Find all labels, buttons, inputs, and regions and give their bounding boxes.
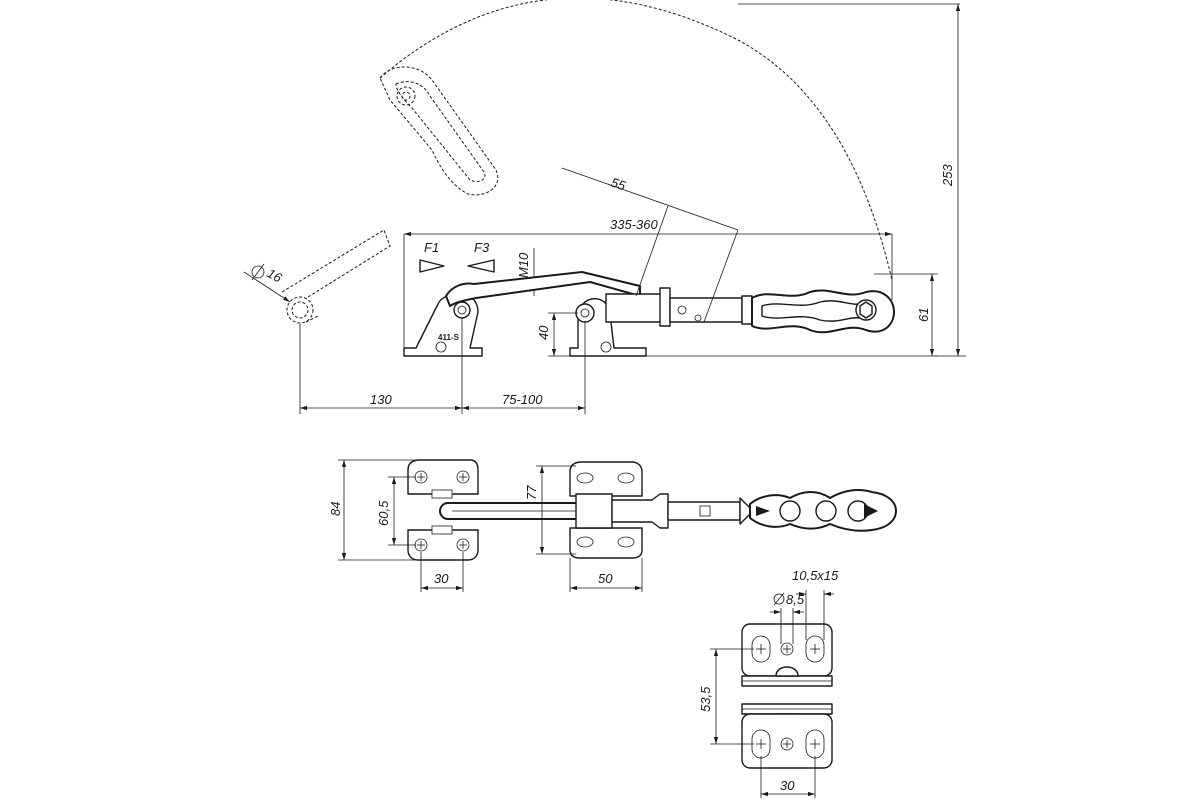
ghost-arm	[281, 229, 391, 324]
dim-hole: 8,5	[770, 592, 805, 644]
dim-span-label: 335-360	[610, 217, 658, 232]
dim-slot: 10,5x15	[792, 568, 839, 640]
base-left: 411-S	[403, 292, 483, 357]
handle-grip	[751, 289, 895, 334]
force-f3-arrow	[467, 259, 495, 273]
top-handle	[749, 489, 897, 532]
base-right	[569, 298, 647, 357]
dim-top-width: 84	[328, 459, 420, 561]
dim-spacing-label: 53,5	[698, 686, 713, 712]
dim-base-width-right-label: 50	[598, 571, 613, 586]
dim-spindle: M10	[516, 248, 535, 296]
dim-diameter: 16	[243, 263, 291, 303]
dim-spacing: 53,5	[698, 648, 754, 745]
force-f3-label: F3	[474, 240, 490, 255]
dim-reach: 130 75-100	[299, 318, 586, 414]
dim-pivot-height-label: 40	[536, 325, 551, 340]
part-marking: 411-S	[438, 333, 460, 342]
dim-hook-width-label: 77	[524, 485, 539, 500]
dim-detail-width: 30	[760, 756, 816, 798]
dim-hole-spacing: 60,5	[376, 476, 416, 546]
dim-hole-label: 8,5	[786, 592, 805, 607]
base-detail: 10,5x15 8,5 53,5 30	[698, 568, 839, 798]
top-link	[439, 502, 611, 520]
dim-offset-label: 55	[609, 175, 628, 194]
force-arrows: F1 F3	[419, 240, 495, 273]
dim-swing-height-label: 253	[940, 164, 955, 187]
dim-diameter-label: 16	[265, 265, 285, 285]
dim-slot-label: 10,5x15	[792, 568, 839, 583]
side-view: 411-S	[243, 0, 966, 414]
dim-base-width-right: 50	[569, 558, 643, 592]
dim-hook-width: 77	[524, 465, 576, 555]
ghost-handle	[379, 66, 499, 196]
top-base-right	[569, 461, 643, 559]
dim-top-width-label: 84	[328, 502, 343, 516]
force-f1-label: F1	[424, 240, 439, 255]
dim-hole-spacing-label: 60,5	[376, 500, 391, 526]
swing-arc	[379, 0, 893, 281]
dim-pivot-spacing-label: 75-100	[502, 392, 543, 407]
top-base-left	[407, 459, 479, 561]
dim-span: 335-360	[403, 217, 893, 356]
dim-height-label: 61	[916, 308, 931, 322]
clamp-body	[605, 287, 753, 327]
dim-height: 61	[646, 273, 938, 357]
dim-detail-width-label: 30	[780, 778, 795, 793]
dim-base-width-left-label: 30	[434, 571, 449, 586]
dim-offset: 55	[561, 167, 739, 323]
detail-plate-bottom	[741, 703, 833, 769]
dim-base-width-left: 30	[420, 552, 464, 592]
force-f1-arrow	[419, 259, 445, 273]
dim-swing-height: 253	[738, 3, 966, 357]
top-hook	[611, 493, 751, 529]
top-view: 84 60,5 77 30 50	[328, 459, 897, 592]
detail-plate-top	[741, 623, 833, 687]
dim-reach-label: 130	[370, 392, 392, 407]
dim-spindle-label: M10	[516, 252, 531, 278]
dim-pivot-height: 40	[536, 312, 578, 357]
